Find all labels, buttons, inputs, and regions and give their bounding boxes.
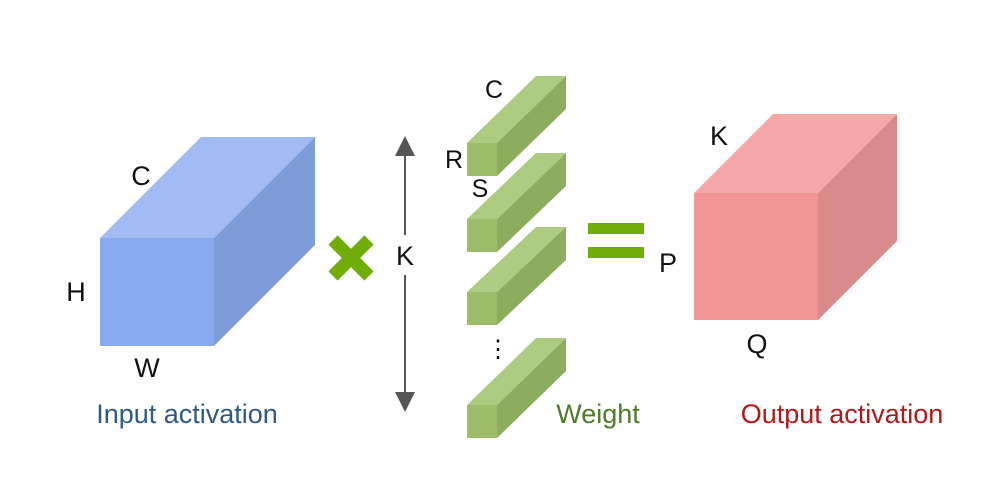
filter-4-side	[497, 338, 566, 438]
weight-ellipsis: ⋮	[486, 336, 510, 363]
input-caption: Input activation	[96, 399, 278, 429]
output-label-k: K	[710, 121, 728, 151]
filter-2-front	[467, 219, 497, 252]
filter-3-top	[467, 227, 566, 292]
output-cube-top	[694, 114, 897, 193]
filter-1-side	[497, 76, 566, 176]
weight-filter-2	[467, 153, 566, 252]
filter-4-front	[467, 405, 497, 438]
output-cube-side	[818, 114, 897, 320]
input-cube-top	[100, 137, 315, 238]
multiply-icon	[328, 235, 374, 281]
weight-filter-1	[467, 76, 566, 176]
weight-label-s: S	[472, 175, 489, 203]
filter-2-side	[497, 153, 566, 252]
output-label-q: Q	[746, 329, 767, 359]
weight-filter-4	[467, 338, 566, 438]
filter-4-top	[467, 338, 566, 405]
input-label-h: H	[66, 277, 86, 307]
input-cube-front	[100, 238, 214, 346]
input-label-w: W	[134, 353, 160, 383]
weight-label-k: K	[396, 241, 414, 271]
filter-2-top	[467, 153, 566, 219]
filter-1-top	[467, 76, 566, 143]
weight-filter-3	[467, 227, 566, 325]
input-label-c: C	[131, 161, 151, 191]
output-caption: Output activation	[741, 399, 944, 429]
filter-3-front	[467, 292, 497, 325]
input-activation-cube	[100, 137, 315, 346]
weight-caption: Weight	[556, 399, 640, 429]
equals-icon	[588, 223, 644, 258]
filter-3-side	[497, 227, 566, 325]
output-activation-cube	[694, 114, 897, 320]
input-cube-side	[214, 137, 315, 346]
filter-1-front	[467, 143, 497, 176]
output-label-p: P	[659, 248, 677, 278]
k-label-background	[390, 235, 420, 275]
output-cube-front	[694, 193, 818, 320]
weight-label-r: R	[445, 146, 463, 174]
weight-label-c: C	[485, 76, 503, 104]
